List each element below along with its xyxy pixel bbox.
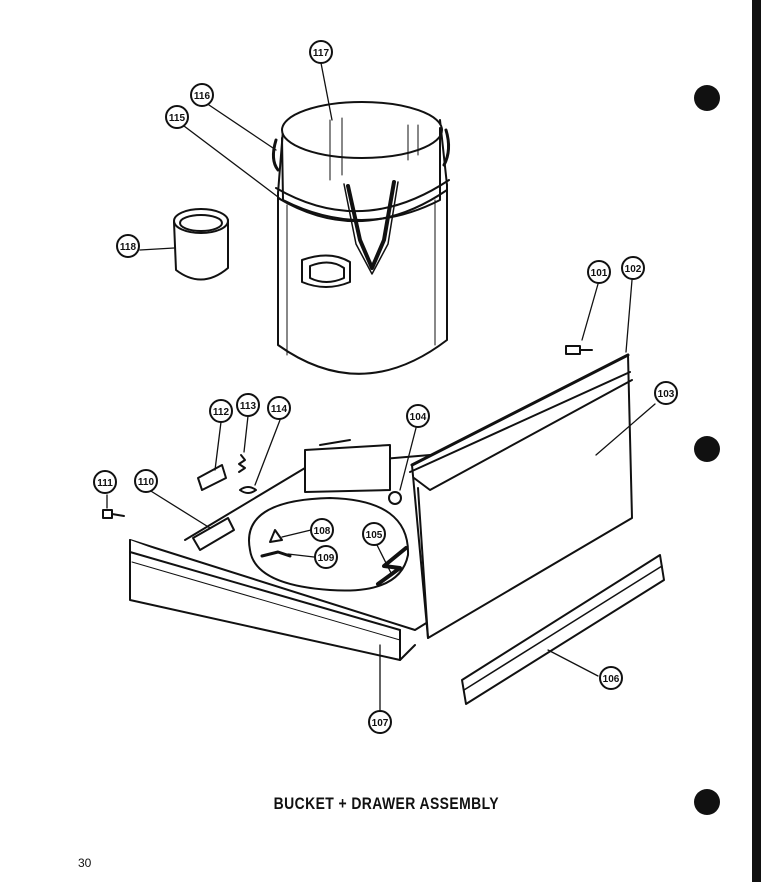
callout-113: 113: [236, 393, 260, 417]
punch-hole-bottom: [694, 789, 720, 815]
bucket: [271, 101, 451, 375]
svg-text:105: 105: [366, 530, 383, 541]
svg-text:102: 102: [625, 264, 642, 275]
callout-107: 107: [368, 710, 392, 734]
svg-text:117: 117: [313, 48, 330, 59]
callout-105: 105: [362, 522, 386, 546]
callout-101: 101: [587, 260, 611, 284]
slide-rail: [461, 554, 665, 705]
svg-text:115: 115: [169, 113, 186, 124]
svg-text:109: 109: [318, 553, 335, 564]
punch-hole-top: [694, 85, 720, 111]
callout-116: 116: [190, 83, 214, 107]
small-hardware: [102, 345, 593, 586]
punch-hole-middle: [694, 436, 720, 462]
leader-lines: [106, 62, 656, 712]
callout-110: 110: [134, 469, 158, 493]
svg-text:110: 110: [138, 477, 155, 488]
callout-114: 114: [267, 396, 291, 420]
callout-106: 106: [599, 666, 623, 690]
callout-102: 102: [621, 256, 645, 280]
callout-103: 103: [654, 381, 678, 405]
svg-text:101: 101: [591, 268, 608, 279]
svg-text:107: 107: [372, 718, 389, 729]
callout-111: 111: [93, 470, 117, 494]
svg-text:118: 118: [120, 242, 137, 253]
svg-text:112: 112: [213, 407, 230, 418]
callout-118: 118: [116, 234, 140, 258]
callout-108: 108: [310, 518, 334, 542]
svg-text:116: 116: [194, 91, 211, 102]
svg-text:108: 108: [314, 526, 331, 537]
svg-text:103: 103: [658, 389, 675, 400]
callout-104: 104: [406, 404, 430, 428]
callout-115: 115: [165, 105, 189, 129]
svg-text:114: 114: [271, 404, 288, 415]
diagram-caption: BUCKET + DRAWER ASSEMBLY: [273, 794, 499, 813]
svg-text:113: 113: [240, 401, 257, 412]
svg-text:104: 104: [410, 412, 427, 423]
binding-edge-bar: [743, 0, 771, 882]
svg-text:111: 111: [97, 478, 113, 489]
svg-text:106: 106: [603, 674, 620, 685]
page-number: 30: [78, 856, 92, 870]
callout-109: 109: [314, 545, 338, 569]
callout-112: 112: [209, 399, 233, 423]
callouts: 101 102 103 104 105 106 107 108: [93, 40, 678, 734]
drawer-front: [409, 353, 633, 639]
callout-117: 117: [309, 40, 333, 64]
small-container: [173, 208, 229, 281]
